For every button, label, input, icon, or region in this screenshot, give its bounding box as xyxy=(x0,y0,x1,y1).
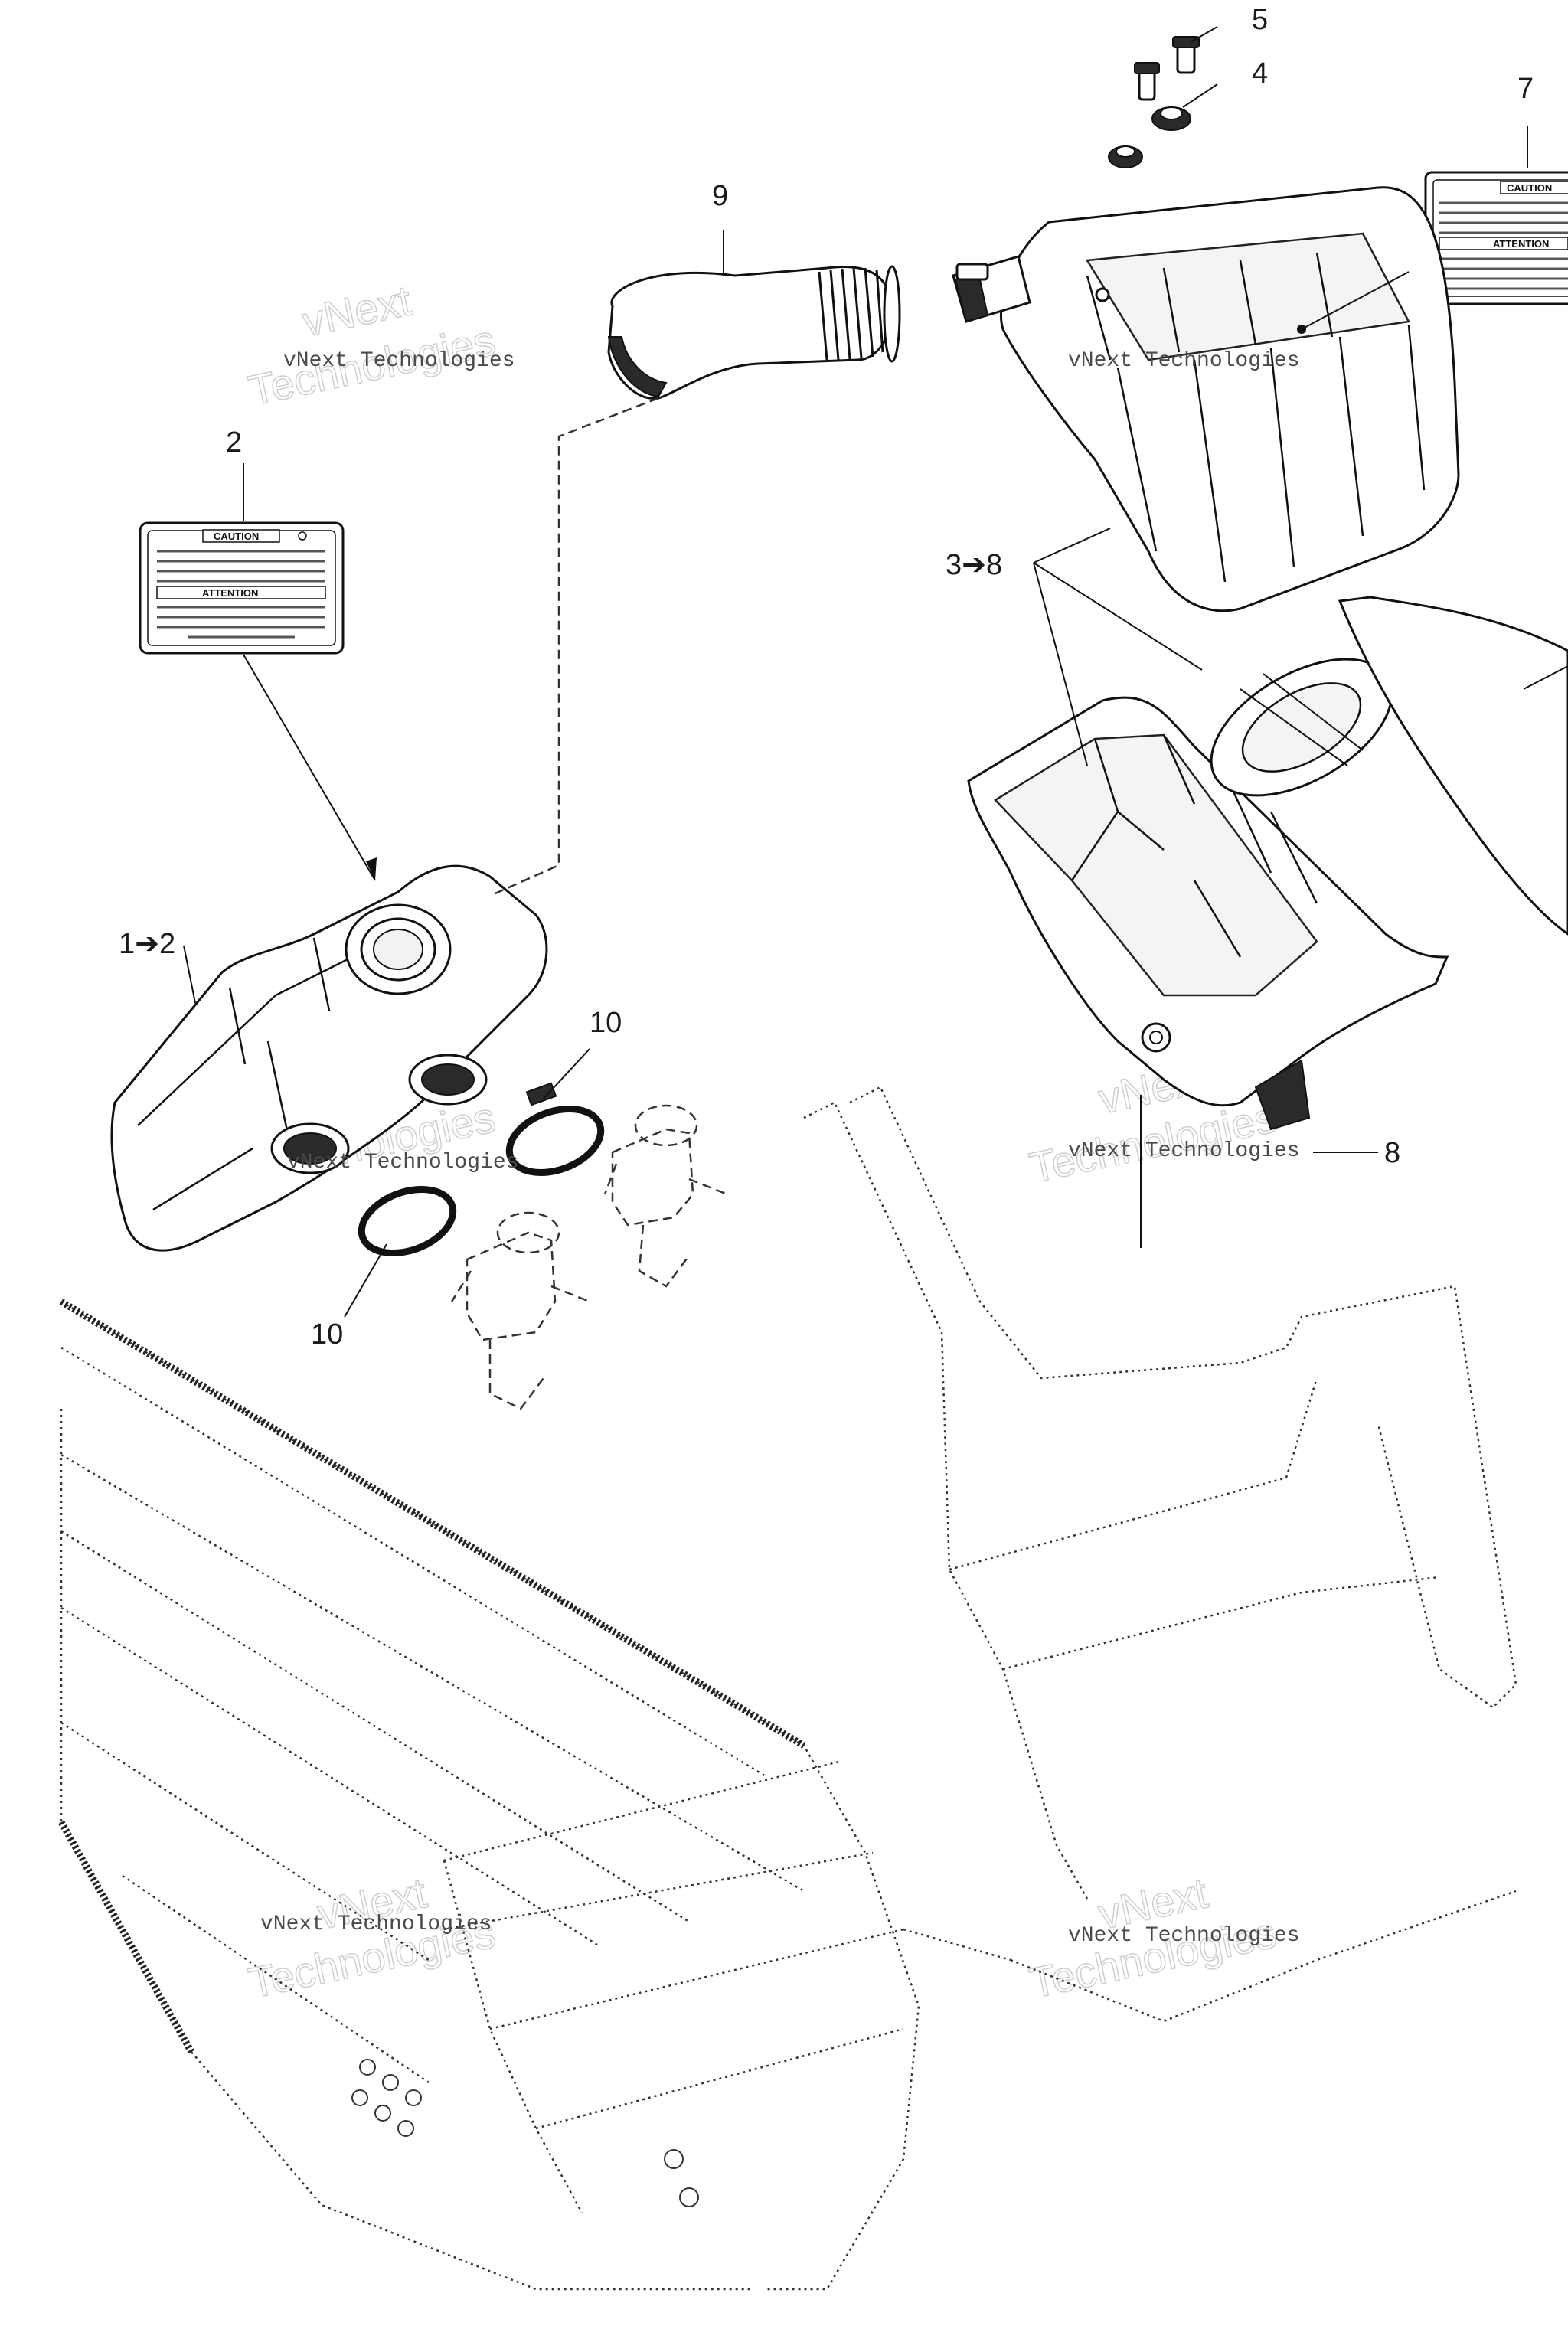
part-4-grommet xyxy=(1108,106,1191,168)
watermark: vNext Technologies xyxy=(1068,1139,1299,1163)
part-3-silencer-lower-tray xyxy=(967,658,1449,1131)
label-caution-text: CAUTION xyxy=(1507,182,1552,194)
watermark: vNext Technologies xyxy=(1068,349,1299,373)
callout-1-2: 1➔2 xyxy=(119,928,175,960)
callout-3-8: 3➔8 xyxy=(946,549,1002,581)
chassis-tunnel xyxy=(58,1086,1517,2291)
label-caution-text: CAUTION xyxy=(214,531,259,542)
carburetor-assembly xyxy=(450,1104,728,1410)
part-10-clamp-lower xyxy=(358,1185,457,1257)
label-attention-text: ATTENTION xyxy=(202,587,258,599)
callout-8: 8 xyxy=(1384,1137,1400,1169)
watermark-text: vNext Technologies vNext Technologies vN… xyxy=(260,349,1299,1948)
part-9-intake-hose xyxy=(607,265,901,400)
watermark: vNext Technologies xyxy=(283,349,514,373)
callout-10-lower: 10 xyxy=(311,1318,343,1351)
callout-7: 7 xyxy=(1517,73,1534,105)
watermark: vNext Technologies xyxy=(260,1913,492,1936)
leader-lines xyxy=(183,26,1528,1318)
part-10-clamp-upper xyxy=(505,1082,605,1177)
callout-10-upper: 10 xyxy=(590,1007,622,1039)
callout-5: 5 xyxy=(1252,4,1268,36)
label-attention-text: ATTENTION xyxy=(1493,238,1549,250)
callout-9: 9 xyxy=(712,180,728,212)
part-5-fitting xyxy=(1134,36,1200,101)
part-2-caution-label: CAUTION ATTENTION xyxy=(139,521,345,655)
side-duct xyxy=(1338,596,1568,936)
part-3-silencer-top-housing xyxy=(952,186,1460,612)
watermark: vNext Technologies xyxy=(1068,1924,1299,1948)
part-7-caution-label: CAUTION ATTENTION xyxy=(1424,171,1568,305)
callouts: 5 4 7 9 2 3➔8 1➔2 10 8 10 xyxy=(119,4,1534,1351)
callout-2: 2 xyxy=(226,426,242,459)
callout-4: 4 xyxy=(1252,57,1268,90)
part-1-silencer xyxy=(110,864,548,1252)
watermark: vNext Technologies xyxy=(287,1151,518,1174)
